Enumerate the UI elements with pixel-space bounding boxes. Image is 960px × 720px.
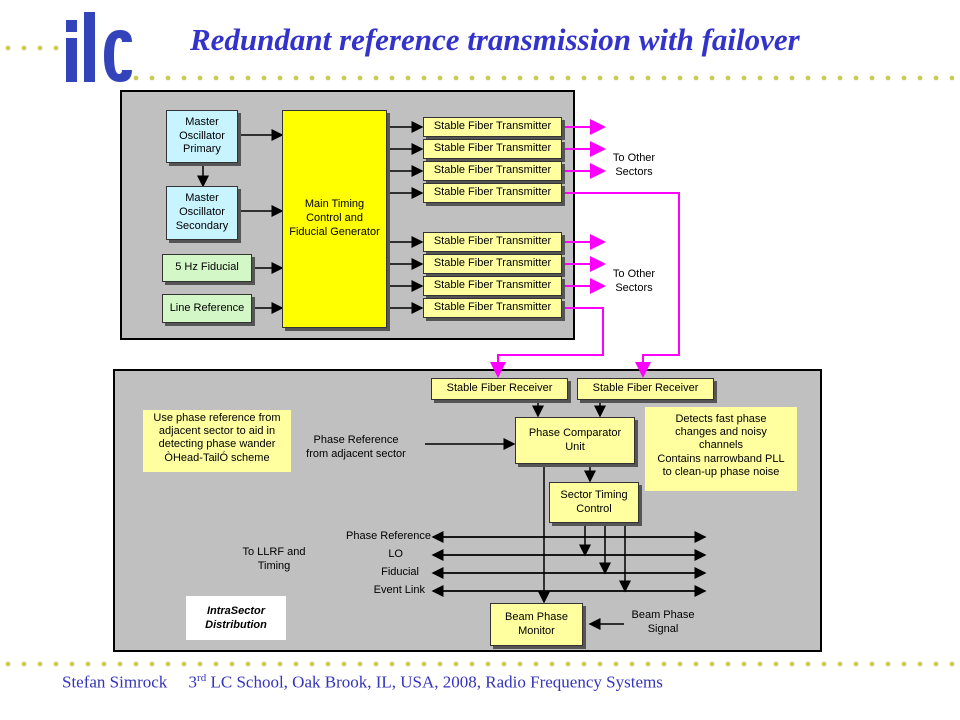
slide-title: Redundant reference transmission with fa… bbox=[190, 22, 800, 57]
footer-text: Stefan Simrock 3rd LC School, Oak Brook,… bbox=[62, 672, 663, 693]
master-oscillator-secondary: Master Oscillator Secondary bbox=[166, 186, 238, 240]
stable-fiber-receiver-left: Stable Fiber Receiver bbox=[431, 378, 568, 400]
stable-fiber-transmitter: Stable Fiber Transmitter bbox=[423, 276, 562, 296]
head-tail-note: Use phase reference from adjacent sector… bbox=[143, 410, 291, 472]
stable-fiber-transmitter: Stable Fiber Transmitter bbox=[423, 232, 562, 252]
to-other-sectors-label-2: To Other Sectors bbox=[612, 268, 656, 294]
stable-fiber-transmitter: Stable Fiber Transmitter bbox=[423, 139, 562, 159]
ilc-logo bbox=[62, 8, 140, 86]
phase-reference-adjacent-label: Phase Reference from adjacent sector bbox=[306, 434, 406, 460]
main-timing-control: Main Timing Control and Fiducial Generat… bbox=[282, 110, 387, 328]
header-dots-left bbox=[0, 44, 64, 52]
bus-label-event-link: Event Link bbox=[373, 584, 425, 596]
footer-author: Stefan Simrock bbox=[62, 672, 168, 692]
phase-comparator-unit: Phase Comparator Unit bbox=[515, 417, 635, 464]
footer-dots bbox=[0, 660, 960, 668]
bus-label-lo: LO bbox=[388, 548, 403, 560]
stable-fiber-transmitter: Stable Fiber Transmitter bbox=[423, 183, 562, 203]
footer-ordinal: 3 bbox=[188, 672, 198, 692]
line-reference: Line Reference bbox=[162, 294, 252, 323]
stable-fiber-receiver-right: Stable Fiber Receiver bbox=[577, 378, 714, 400]
stable-fiber-transmitter: Stable Fiber Transmitter bbox=[423, 254, 562, 274]
footer-rest: LC School, Oak Brook, IL, USA, 2008, Rad… bbox=[206, 672, 663, 692]
fiducial-5hz: 5 Hz Fiducial bbox=[162, 254, 252, 282]
intrasector-distribution-label: IntraSector Distribution bbox=[186, 596, 286, 640]
stable-fiber-transmitter: Stable Fiber Transmitter bbox=[423, 117, 562, 137]
stable-fiber-transmitter: Stable Fiber Transmitter bbox=[423, 298, 562, 318]
stable-fiber-transmitter: Stable Fiber Transmitter bbox=[423, 161, 562, 181]
footer-ordinal-suffix: rd bbox=[197, 672, 207, 684]
bus-label-phase-reference: Phase Reference bbox=[346, 530, 431, 542]
to-other-sectors-label-1: To Other Sectors bbox=[612, 152, 656, 178]
to-llrf-label: To LLRF and Timing bbox=[242, 546, 306, 572]
beam-phase-monitor: Beam Phase Monitor bbox=[490, 603, 583, 646]
sector-timing-control: Sector Timing Control bbox=[549, 482, 639, 523]
header-dots bbox=[128, 74, 954, 82]
beam-phase-signal-label: Beam Phase Signal bbox=[631, 609, 695, 635]
fast-phase-note: Detects fast phase changes and noisy cha… bbox=[645, 407, 797, 491]
bus-label-fiducial: Fiducial bbox=[381, 566, 419, 578]
master-oscillator-primary: Master Oscillator Primary bbox=[166, 110, 238, 163]
